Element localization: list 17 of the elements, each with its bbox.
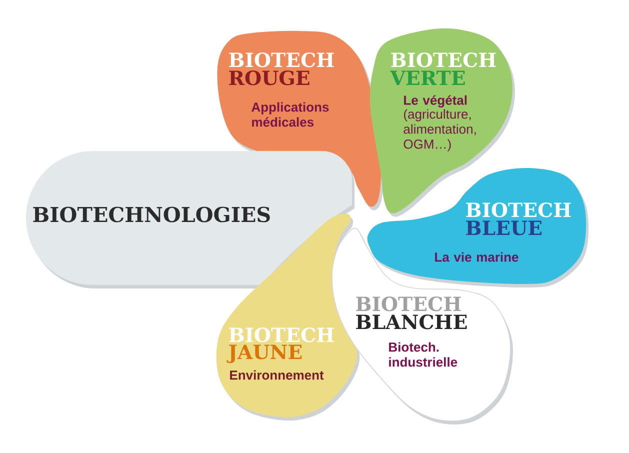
heading: BLEUE: [466, 220, 542, 236]
description: (agriculture, alimentation, OGM…): [404, 109, 476, 152]
title: BIOTECHNOLOGIES: [33, 206, 270, 222]
description: Le végétal: [404, 95, 467, 108]
heading: BLANCHE: [356, 314, 467, 330]
description: Applications médicales: [252, 102, 329, 127]
heading: BIOTECH: [466, 202, 571, 218]
heading: BIOTECH: [229, 327, 334, 342]
description: Environnement: [230, 370, 324, 380]
description: La vie marine: [435, 252, 518, 262]
heading: BIOTECH: [391, 52, 496, 68]
heading: VERTE: [390, 70, 465, 85]
heading: BIOTECH: [356, 296, 461, 312]
heading: JAUNE: [226, 344, 302, 364]
heading: ROUGE: [229, 70, 310, 86]
heading: BIOTECH: [229, 52, 334, 68]
description: Biotech. industrielle: [389, 342, 458, 367]
